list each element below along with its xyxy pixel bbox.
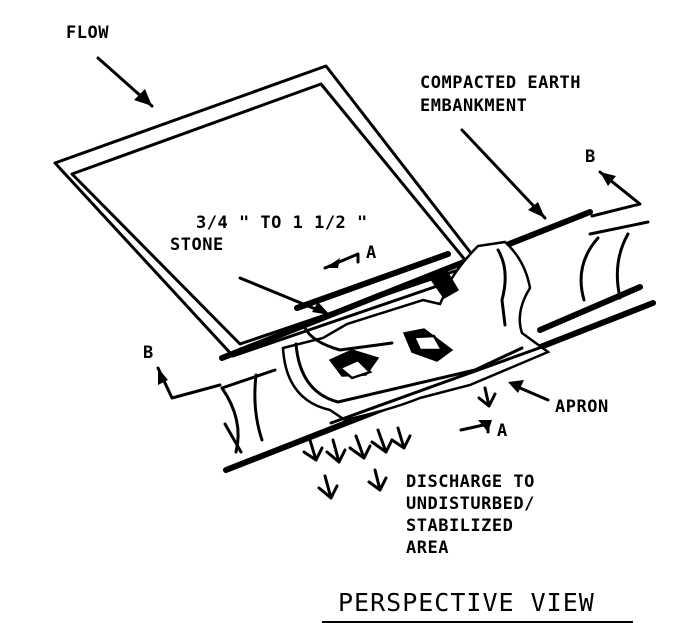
section-a-top-label: A — [366, 243, 377, 263]
discharge-label-line4: AREA — [406, 538, 449, 558]
apron-leader — [508, 380, 550, 402]
view-title: PERSPECTIVE VIEW — [338, 588, 595, 617]
section-a-top-mark — [323, 252, 360, 270]
embankment-label-line1: COMPACTED EARTH — [420, 73, 581, 93]
section-a-bottom-mark — [459, 420, 492, 434]
section-b-left-mark — [156, 366, 222, 400]
stone-label-line2: STONE — [170, 235, 224, 255]
embankment-leader — [460, 128, 547, 220]
discharge-arrows — [302, 386, 497, 500]
section-b-right-mark — [590, 170, 642, 218]
flow-label: FLOW — [66, 23, 109, 43]
apron-label: APRON — [555, 397, 609, 417]
section-a-bottom-label: A — [497, 421, 508, 441]
section-b-right-label: B — [585, 147, 596, 167]
stone-leader — [238, 276, 332, 317]
stone-label-line1: 3/4 " TO 1 1/2 " — [196, 213, 368, 233]
embankment-label-line2: EMBANKMENT — [420, 96, 527, 116]
section-b-left-label: B — [143, 343, 154, 363]
discharge-label-line1: DISCHARGE TO — [406, 472, 535, 492]
stone-outlet — [281, 240, 555, 425]
discharge-label-line2: UNDISTURBED/ — [406, 494, 535, 514]
discharge-label-line3: STABILIZED — [406, 516, 513, 536]
flow-arrow — [96, 56, 154, 108]
